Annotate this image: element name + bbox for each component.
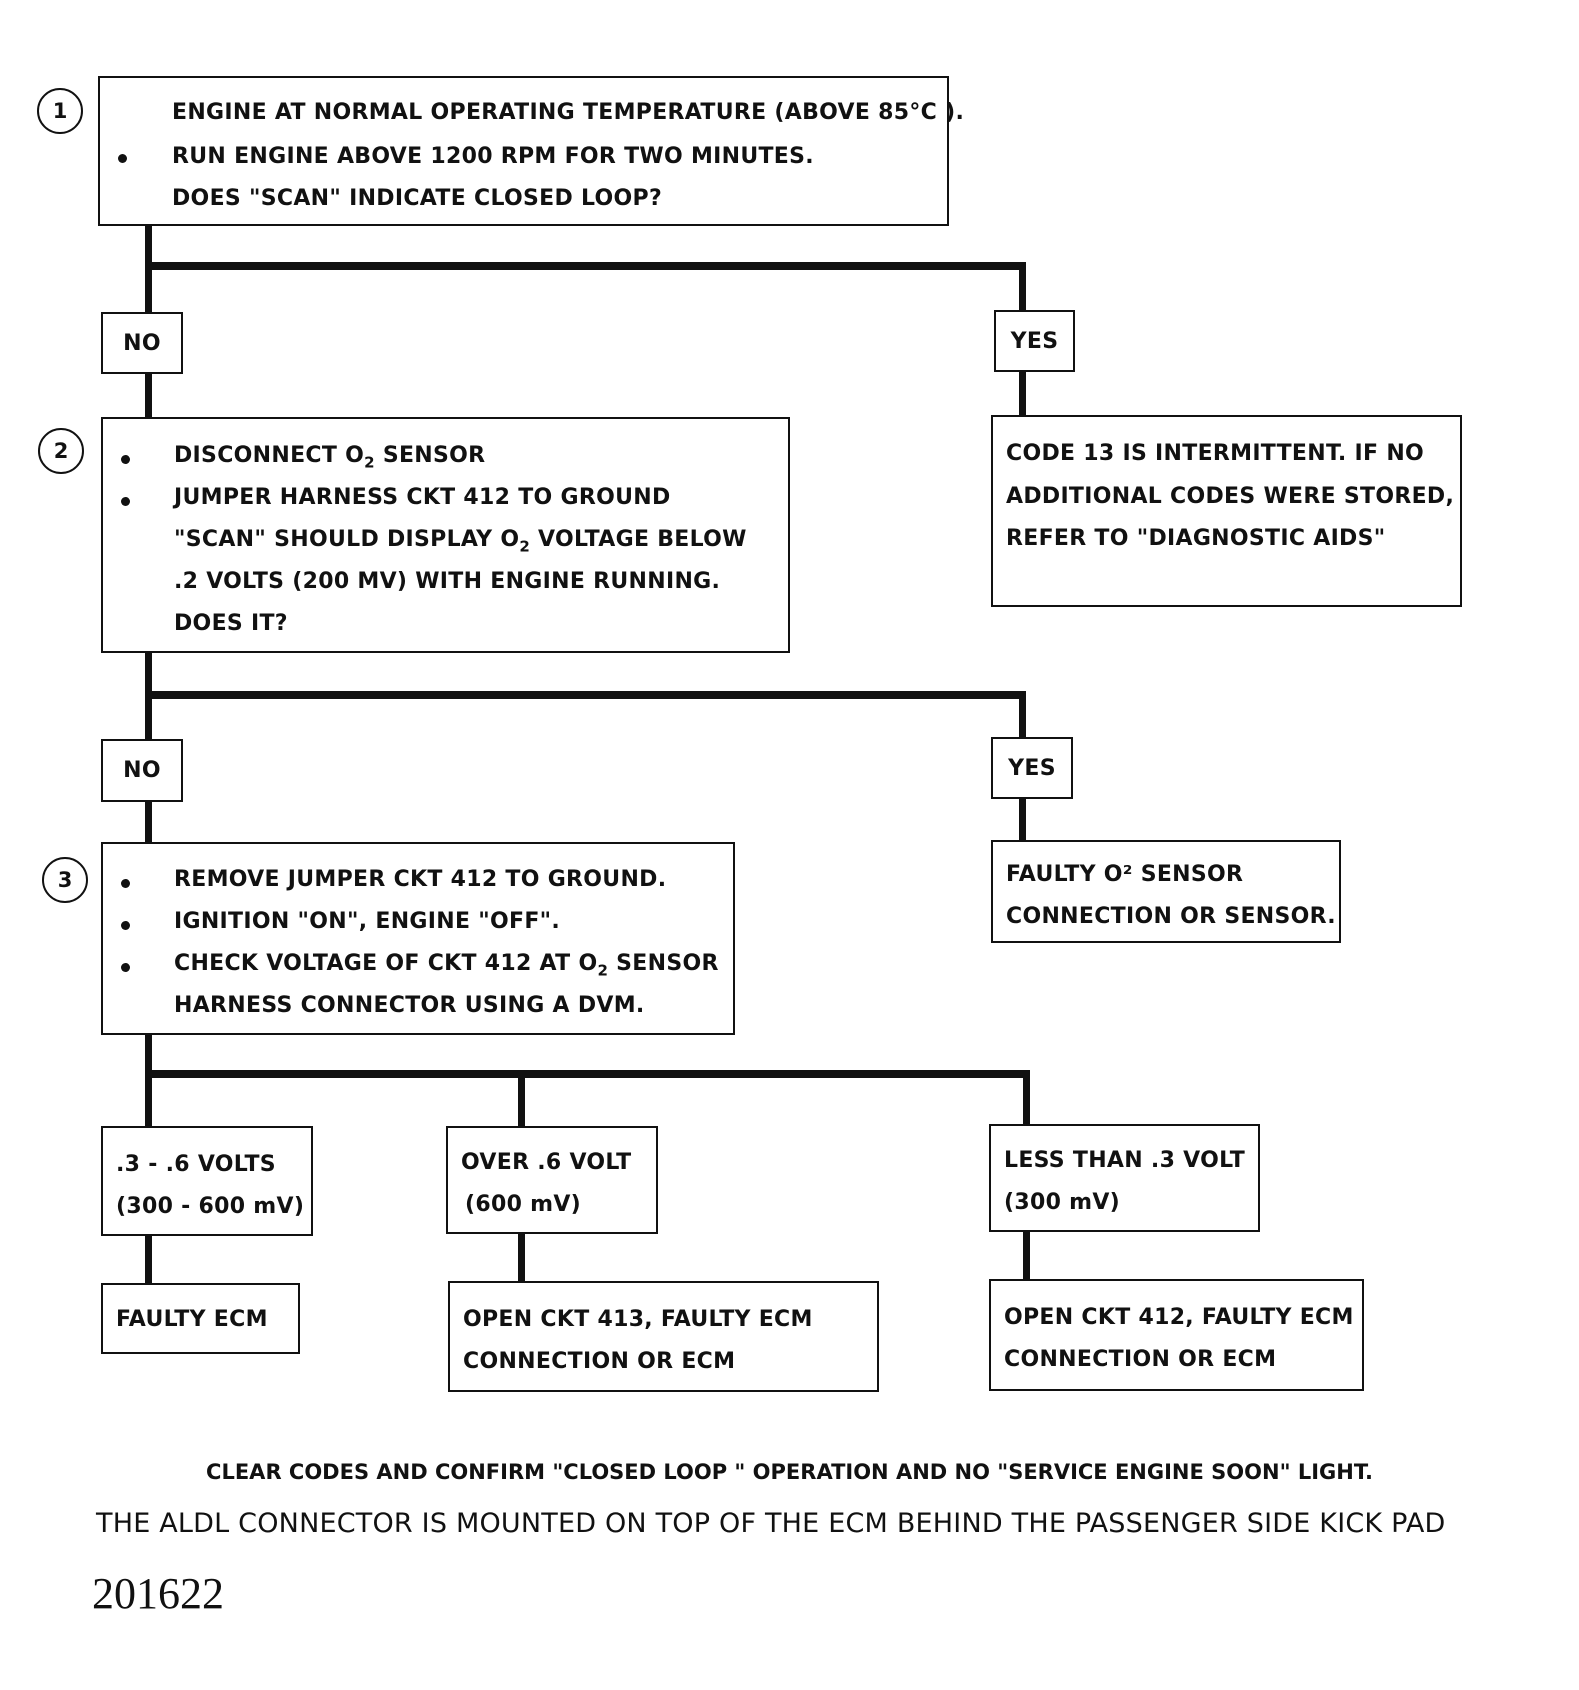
step2-line: DOES IT? [174,611,288,636]
connector [1019,796,1026,842]
connector [1019,368,1026,418]
connector [518,1232,525,1284]
step3-line: HARNESS CONNECTOR USING A DVM. [174,993,645,1018]
connector [1019,691,1026,737]
branch-b-result: OPEN CKT 413, FAULTY ECM CONNECTION OR E… [448,1281,879,1392]
connector [145,691,1026,699]
document-number: 201622 [92,1569,224,1618]
connector [145,262,1026,270]
bullet-icon [121,455,130,464]
step-number-1: 1 [37,88,83,134]
bullet-icon [121,963,130,972]
step2-line: .2 VOLTS (200 MV) WITH ENGINE RUNNING. [174,569,721,594]
step-number-2: 2 [38,428,84,474]
step2-line: DISCONNECT O2 SENSOR [174,443,486,472]
step2-yes-result: FAULTY O² SENSOR CONNECTION OR SENSOR. [991,840,1341,943]
step2-box: DISCONNECT O2 SENSOR JUMPER HARNESS CKT … [101,417,790,653]
step1-box: ENGINE AT NORMAL OPERATING TEMPERATURE (… [98,76,964,226]
branch-c-result: OPEN CKT 412, FAULTY ECM CONNECTION OR E… [989,1279,1364,1391]
connector [1023,1230,1030,1282]
connector [145,1030,152,1126]
step1-yes-label: YES [994,310,1075,372]
result-line: CONNECTION OR ECM [1004,1347,1277,1372]
connector [1023,1070,1030,1124]
result-line: ADDITIONAL CODES WERE STORED, [1006,484,1455,509]
step2-line: "SCAN" SHOULD DISPLAY O2 VOLTAGE BELOW [174,527,747,556]
step3-line: IGNITION "ON", ENGINE "OFF". [174,909,561,934]
step3-line: CHECK VOLTAGE OF CKT 412 AT O2 SENSOR [174,951,719,980]
connector [145,370,152,418]
clear-codes-note: CLEAR CODES AND CONFIRM "CLOSED LOOP " O… [206,1460,1373,1484]
bullet-icon [121,497,130,506]
step2-no-label: NO [101,739,183,802]
result-line: REFER TO "DIAGNOSTIC AIDS" [1006,526,1386,551]
step1-line: DOES "SCAN" INDICATE CLOSED LOOP? [172,186,663,211]
branch-label-line: (300 mV) [1004,1190,1121,1215]
branch-label-line: .3 - .6 VOLTS [116,1152,276,1177]
bullet-icon [121,921,130,930]
result-line: CONNECTION OR SENSOR. [1006,904,1336,929]
result-line: FAULTY O² SENSOR [1006,862,1244,887]
step1-yes-result: CODE 13 IS INTERMITTENT. IF NO ADDITIONA… [991,415,1462,607]
connector [518,1070,525,1126]
branch-label-line: (300 - 600 mV) [116,1194,305,1219]
aldl-connector-note: THE ALDL CONNECTOR IS MOUNTED ON TOP OF … [96,1508,1446,1539]
connector [145,1070,1030,1078]
bullet-icon [121,879,130,888]
connector [145,1234,152,1284]
branch-a-result: FAULTY ECM [101,1283,300,1354]
branch-a-label: .3 - .6 VOLTS (300 - 600 mV) [101,1126,313,1236]
result-line: FAULTY ECM [116,1307,268,1332]
step-number-3: 3 [42,857,88,903]
branch-label-line: (600 mV) [465,1192,582,1217]
result-line: CONNECTION OR ECM [463,1349,736,1374]
branch-label-line: OVER .6 VOLT [461,1150,632,1175]
step1-line: RUN ENGINE ABOVE 1200 RPM FOR TWO MINUTE… [172,144,814,169]
step1-line: ENGINE AT NORMAL OPERATING TEMPERATURE (… [172,100,965,125]
step2-yes-label: YES [991,737,1073,799]
result-line: OPEN CKT 412, FAULTY ECM [1004,1305,1354,1330]
branch-c-label: LESS THAN .3 VOLT (300 mV) [989,1124,1260,1232]
branch-b-label: OVER .6 VOLT (600 mV) [446,1126,658,1234]
branch-label-line: LESS THAN .3 VOLT [1004,1148,1246,1173]
step2-line: JUMPER HARNESS CKT 412 TO GROUND [174,485,671,510]
connector [145,798,152,844]
step3-box: REMOVE JUMPER CKT 412 TO GROUND. IGNITIO… [101,842,735,1035]
connector [1019,262,1026,310]
bullet-icon [118,154,127,163]
result-line: CODE 13 IS INTERMITTENT. IF NO [1006,441,1425,466]
step3-line: REMOVE JUMPER CKT 412 TO GROUND. [174,867,667,892]
result-line: OPEN CKT 413, FAULTY ECM [463,1307,813,1332]
step1-no-label: NO [101,312,183,374]
